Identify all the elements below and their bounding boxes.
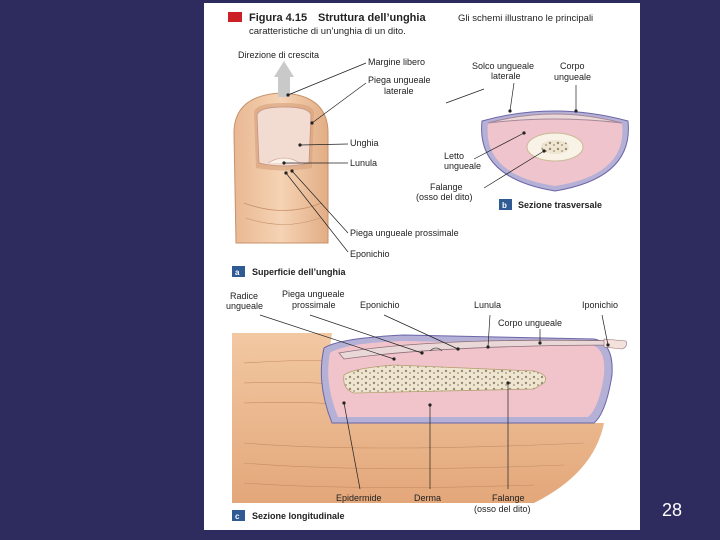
label-epidermis: Epidermide	[336, 493, 382, 503]
figure-description-line2: caratteristiche di un’unghia di un dito.	[249, 26, 406, 37]
panel-c-letter: c	[235, 512, 240, 521]
label-nail-bed-1: Letto	[444, 151, 464, 161]
label-phalanx-c-1: Falange	[492, 493, 525, 503]
label-phalanx-b-2: (osso del dito)	[416, 192, 473, 202]
figure-number: Figura 4.15	[249, 12, 307, 24]
panel-a-letter: a	[235, 268, 240, 277]
label-lateral-groove-2: laterale	[491, 71, 521, 81]
label-growth-direction: Direzione di crescita	[238, 50, 319, 60]
figure-page: Figura 4.15 Struttura dell’unghia Gli sc…	[204, 3, 640, 530]
label-nail-body-1: Corpo	[560, 61, 585, 71]
label-lateral-fold-2: laterale	[384, 86, 414, 96]
panel-a-illustration	[233, 92, 329, 244]
panel-c-badge	[232, 510, 245, 521]
panel-a-badge	[232, 266, 245, 277]
panel-b-illustration	[481, 110, 629, 192]
label-eponychium-c: Eponichio	[360, 300, 400, 310]
label-dermis: Derma	[414, 493, 441, 503]
panel-b-caption: Sezione trasversale	[518, 200, 602, 210]
label-nail-body-c: Corpo ungueale	[498, 318, 562, 328]
label-nail-bed-2: ungueale	[444, 161, 481, 171]
panel-b-badge	[499, 199, 512, 210]
page-number: 28	[662, 500, 683, 520]
label-phalanx-c-2: (osso del dito)	[474, 504, 531, 514]
label-free-edge: Margine libero	[368, 57, 425, 67]
label-prox-fold-c-2: prossimale	[292, 300, 336, 310]
label-root-1: Radice	[230, 291, 258, 301]
figure-marker	[228, 12, 242, 22]
panel-c-illustration	[232, 333, 627, 503]
label-nail: Unghia	[350, 138, 379, 148]
panel-a-caption: Superficie dell’unghia	[252, 267, 347, 277]
label-lateral-fold-1: Piega ungueale	[368, 75, 431, 85]
figure-description-line1: Gli schemi illustrano le principali	[458, 13, 593, 24]
panel-b-letter: b	[502, 201, 507, 210]
panel-c-caption: Sezione longitudinale	[252, 511, 345, 521]
growth-direction-arrow	[274, 61, 294, 97]
label-proximal-fold: Piega ungueale prossimale	[350, 228, 459, 238]
label-lunula-c: Lunula	[474, 300, 501, 310]
label-phalanx-b-1: Falange	[430, 182, 463, 192]
nail-anatomy-figure: Figura 4.15 Struttura dell’unghia Gli sc…	[226, 12, 629, 521]
label-root-2: ungueale	[226, 301, 263, 311]
label-hyponychium: Iponichio	[582, 300, 618, 310]
label-prox-fold-c-1: Piega ungueale	[282, 289, 345, 299]
label-eponychium: Eponichio	[350, 249, 390, 259]
label-lateral-groove-1: Solco ungueale	[472, 61, 534, 71]
figure-title: Struttura dell’unghia	[318, 12, 426, 24]
label-nail-body-2: ungueale	[554, 72, 591, 82]
label-lunula: Lunula	[350, 158, 377, 168]
